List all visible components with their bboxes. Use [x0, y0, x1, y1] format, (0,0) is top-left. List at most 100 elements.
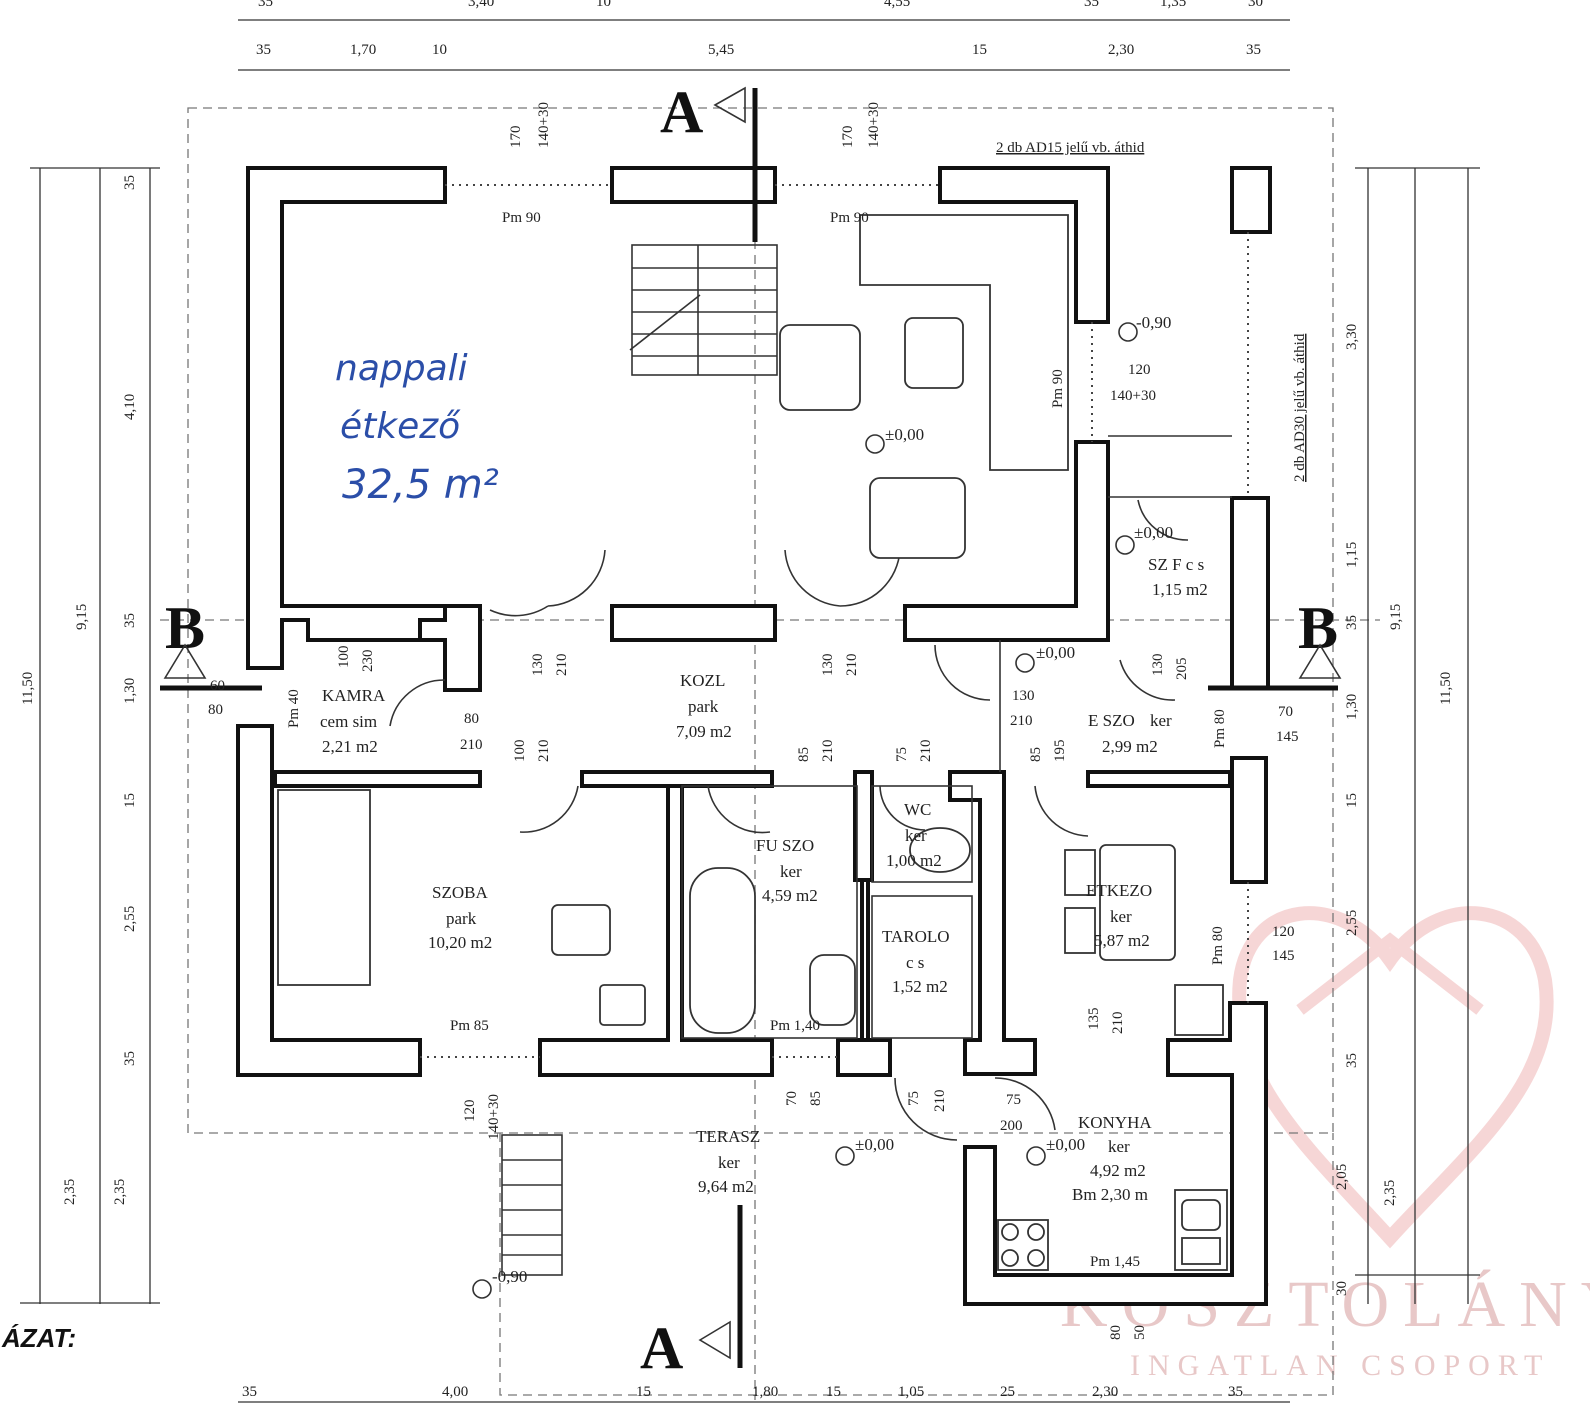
svg-text:ker: ker: [780, 862, 802, 881]
svg-text:A: A: [660, 79, 703, 145]
svg-text:Pm 40: Pm 40: [286, 689, 302, 728]
svg-text:32,5 m²: 32,5 m²: [342, 462, 499, 508]
svg-text:195: 195: [1052, 740, 1068, 763]
room-szoba: SZOBA park 10,20 m2: [428, 883, 492, 952]
svg-text:Pm 80: Pm 80: [1212, 709, 1228, 748]
svg-text:210: 210: [844, 654, 860, 677]
svg-text:-0,90: -0,90: [492, 1267, 527, 1286]
svg-text:2,21 m2: 2,21 m2: [322, 737, 378, 756]
svg-text:ker: ker: [1108, 1137, 1130, 1156]
svg-text:85: 85: [796, 747, 812, 762]
svg-text:4,92 m2: 4,92 m2: [1090, 1161, 1146, 1180]
svg-text:2,55: 2,55: [122, 906, 138, 932]
svg-text:210: 210: [918, 740, 934, 763]
svg-text:-0,90: -0,90: [1136, 313, 1171, 332]
svg-text:9,15: 9,15: [74, 604, 90, 630]
svg-text:140+30: 140+30: [486, 1094, 502, 1140]
svg-text:210: 210: [932, 1090, 948, 1113]
svg-text:130: 130: [1012, 688, 1035, 704]
watermark-subtitle: INGATLAN CSOPORT: [1130, 1349, 1550, 1382]
svg-text:KOZL: KOZL: [680, 671, 725, 690]
svg-text:Pm 80: Pm 80: [1210, 926, 1226, 965]
svg-text:E SZO: E SZO: [1088, 711, 1135, 730]
svg-text:1,00 m2: 1,00 m2: [886, 851, 942, 870]
room-kozl: KOZL park 7,09 m2: [676, 671, 732, 741]
svg-text:Pm 90: Pm 90: [502, 210, 541, 226]
svg-text:2,35: 2,35: [62, 1179, 78, 1205]
svg-text:35: 35: [256, 42, 271, 58]
dim-top-row2: 35 1,70 10 5,45 15 2,30 35: [256, 42, 1261, 58]
svg-text:KONYHA: KONYHA: [1078, 1113, 1152, 1132]
section-mark-b-right: B: [1208, 595, 1342, 691]
furniture: [277, 214, 1228, 1271]
svg-text:2,35: 2,35: [1382, 1180, 1398, 1206]
svg-text:50: 50: [1132, 1325, 1148, 1340]
section-mark-a-top: A: [660, 79, 758, 242]
svg-text:75: 75: [906, 1091, 922, 1106]
svg-text:ker: ker: [718, 1153, 740, 1172]
svg-text:85: 85: [808, 1091, 824, 1106]
svg-text:130: 130: [530, 654, 546, 677]
svg-text:±0,00: ±0,00: [855, 1135, 894, 1154]
svg-text:80: 80: [464, 711, 479, 727]
svg-text:étkező: étkező: [340, 406, 461, 447]
dim-left: 35 4,10 35 1,30 15 2,55 35 2,35 9,15 2,3…: [20, 175, 138, 1205]
svg-text:B: B: [1298, 595, 1338, 661]
svg-text:120: 120: [1128, 362, 1151, 378]
svg-text:±0,00: ±0,00: [1036, 643, 1075, 662]
svg-text:SZOBA: SZOBA: [432, 883, 488, 902]
svg-text:WC: WC: [904, 800, 931, 819]
svg-text:Pm 90: Pm 90: [830, 210, 869, 226]
room-kamra: KAMRA cem sim 2,21 m2: [320, 686, 386, 756]
svg-text:TAROLO: TAROLO: [882, 927, 950, 946]
svg-text:145: 145: [1276, 729, 1299, 745]
svg-text:2,30: 2,30: [1108, 42, 1134, 58]
svg-text:7,09 m2: 7,09 m2: [676, 722, 732, 741]
svg-text:140+30: 140+30: [536, 102, 552, 148]
svg-text:170: 170: [840, 126, 856, 149]
svg-text:120: 120: [1272, 924, 1295, 940]
svg-text:2,99 m2: 2,99 m2: [1102, 737, 1158, 756]
svg-text:3,30: 3,30: [1344, 324, 1360, 350]
svg-text:35: 35: [1344, 615, 1360, 630]
svg-text:2,05: 2,05: [1334, 1164, 1350, 1190]
svg-text:75: 75: [894, 747, 910, 762]
svg-text:10: 10: [432, 42, 447, 58]
room-szfcs: SZ F c s 1,15 m2: [1148, 555, 1208, 599]
svg-text:140+30: 140+30: [866, 102, 882, 148]
svg-text:80: 80: [1108, 1325, 1124, 1340]
svg-text:25: 25: [1000, 1384, 1015, 1400]
svg-text:120: 120: [462, 1100, 478, 1123]
svg-text:9,64 m2: 9,64 m2: [698, 1177, 754, 1196]
svg-text:park: park: [688, 697, 719, 716]
svg-text:200: 200: [1000, 1118, 1023, 1134]
room-eszo: E SZO ker 2,99 m2: [1088, 711, 1172, 756]
svg-text:1,05: 1,05: [898, 1384, 924, 1400]
svg-text:ker: ker: [1150, 711, 1172, 730]
svg-text:ETKEZO: ETKEZO: [1086, 881, 1152, 900]
svg-text:15: 15: [636, 1384, 651, 1400]
svg-text:4,59 m2: 4,59 m2: [762, 886, 818, 905]
dim-top-row1: 35 3,40 10 4,55 35 1,35 30: [258, 0, 1263, 10]
svg-text:2,55: 2,55: [1344, 910, 1360, 936]
svg-text:ker: ker: [1110, 907, 1132, 926]
beam-note-side: 2 db AD30 jelű vb. áthid: [1292, 333, 1308, 482]
svg-text:±0,00: ±0,00: [1046, 1135, 1085, 1154]
svg-text:1,15: 1,15: [1344, 542, 1360, 568]
svg-text:10,20 m2: 10,20 m2: [428, 933, 492, 952]
svg-text:30: 30: [1248, 0, 1263, 10]
dim-right: 3,30 1,15 35 1,30 15 2,55 35 2,05 30 9,1…: [1334, 324, 1454, 1296]
svg-text:Bm 2,30 m: Bm 2,30 m: [1072, 1185, 1148, 1204]
svg-text:70: 70: [784, 1091, 800, 1106]
svg-text:1,80: 1,80: [752, 1384, 778, 1400]
svg-text:100: 100: [512, 740, 528, 763]
level-labels: ±0,00 ±0,00 ±0,00 ±0,00 ±0,00 -0,90 -0,9…: [492, 313, 1173, 1286]
svg-text:130: 130: [820, 654, 836, 677]
svg-text:75: 75: [1006, 1092, 1021, 1108]
windows: [420, 184, 1249, 1058]
dim-bottom-row: 35 4,00 15 1,80 15 1,05 25 2,30 35: [242, 1384, 1243, 1400]
svg-text:140+30: 140+30: [1110, 388, 1156, 404]
svg-text:9,15: 9,15: [1388, 604, 1404, 630]
svg-text:±0,00: ±0,00: [885, 425, 924, 444]
